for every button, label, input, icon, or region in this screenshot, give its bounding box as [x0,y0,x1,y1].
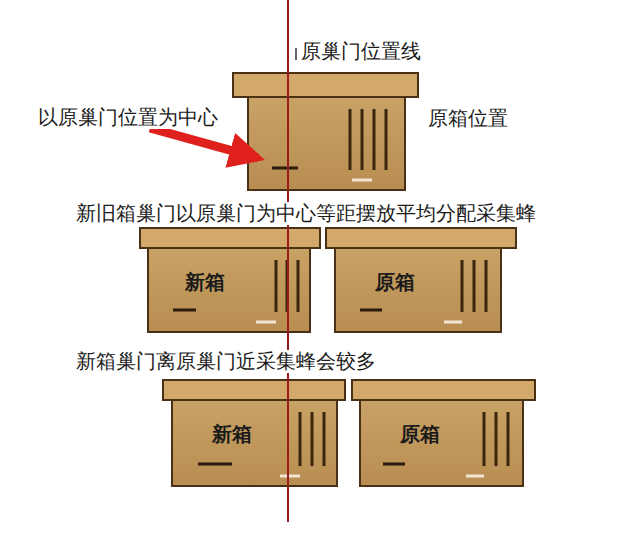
hive-box [352,380,535,486]
box-slat [385,109,388,170]
hive-door [173,309,196,312]
box-lid [352,380,535,400]
box-slat [349,109,352,170]
box-slat [473,260,476,312]
box-lid [233,73,418,97]
hive-door [198,463,232,466]
box-body [360,400,523,486]
box-slat [483,412,486,466]
leader-tick [295,48,297,60]
hive-box [326,228,516,332]
box-highlight [466,475,484,478]
box-slat [275,260,278,312]
hive-door [383,463,405,466]
box-slat [495,412,498,466]
box-slat [311,412,314,466]
hive-box-label-area: 新箱 [192,412,272,456]
box-slat [485,260,488,312]
box-lid [140,228,320,248]
explanation-note: 新旧箱巢门以原巢门为中心等距摆放平均分配采集蜂 [75,202,537,225]
box-position-marker: 原箱位置 [405,97,406,137]
box-body [148,248,310,332]
box-highlight [444,321,462,324]
door-position-line [287,0,289,522]
hive-box-label-area: 原箱 [350,260,440,304]
box-name: 原箱位置 [428,105,508,132]
box-slat [323,412,326,466]
callout-text: 以原巢门位置为中心 [37,106,219,129]
hive-box [233,73,418,190]
box-highlight [256,321,276,324]
hive-box [163,380,345,486]
hive-box [140,228,320,332]
box-highlight [352,179,372,182]
box-slat [299,412,302,466]
box-name: 新箱 [185,269,225,296]
hive-door [272,167,298,170]
hive-box-label-area: 新箱 [165,260,245,304]
hive-door [360,309,382,312]
callout-arrow [150,128,258,158]
box-body [248,97,405,190]
box-slat [373,109,376,170]
box-lid [163,380,345,400]
box-slat [297,260,300,312]
box-slat [461,260,464,312]
box-highlight [280,475,300,478]
box-body [172,400,337,486]
box-name: 新箱 [212,421,252,448]
explanation-note: 新箱巢门离原巢门近采集蜂会较多 [75,350,377,373]
box-body [335,248,501,332]
hive-box-label-area: 原箱 [375,412,465,456]
box-name: 原箱 [375,269,415,296]
line-label: 原巢门位置线 [300,40,422,63]
box-slat [361,109,364,170]
box-name: 原箱 [400,421,440,448]
box-slat [507,412,510,466]
box-lid [326,228,516,248]
